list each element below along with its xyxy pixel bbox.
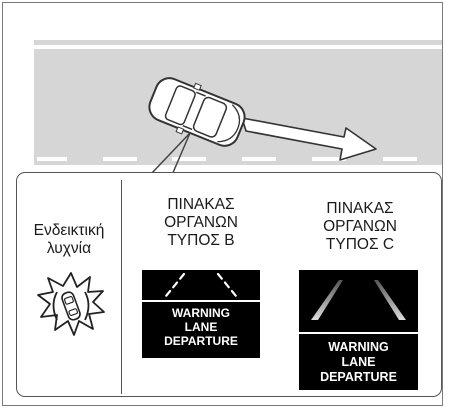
cluster-b-separator — [142, 300, 260, 302]
cluster-c-separator — [299, 332, 418, 334]
car-icon — [144, 70, 251, 153]
cluster-c-title-line2: ΟΡΓΑΝΩΝ — [290, 218, 430, 236]
indicator-lamp-label-line2: λυχνία — [18, 240, 120, 258]
cluster-c-lane-lines — [299, 270, 418, 330]
lane-departure-warning-icon — [36, 270, 106, 338]
cluster-b-display: WARNING LANE DEPARTURE — [142, 270, 260, 358]
cluster-c-title-line3: ΤΥΠΟΣ C — [290, 236, 430, 254]
callout-pointer — [150, 133, 190, 175]
drift-arrow — [242, 118, 376, 160]
cluster-c-display: WARNING LANE DEPARTURE — [299, 270, 418, 390]
cluster-b-title-line3: ΤΥΠΟΣ B — [126, 232, 276, 250]
cluster-b-title-line2: ΟΡΓΑΝΩΝ — [126, 214, 276, 232]
cluster-b-warning-text: WARNING LANE DEPARTURE — [142, 306, 260, 348]
cluster-c-title: ΠΙΝΑΚΑΣ ΟΡΓΑΝΩΝ ΤΥΠΟΣ C — [290, 200, 430, 254]
cluster-b-title: ΠΙΝΑΚΑΣ ΟΡΓΑΝΩΝ ΤΥΠΟΣ B — [126, 196, 276, 250]
cluster-b-lane-lines — [142, 270, 260, 300]
panel-divider — [121, 180, 122, 394]
road-edge-line — [34, 45, 442, 49]
cluster-b-title-line1: ΠΙΝΑΚΑΣ — [126, 196, 276, 214]
indicator-lamp-label-line1: Ενδεικτική — [18, 222, 120, 240]
cluster-c-warning-text: WARNING LANE DEPARTURE — [299, 340, 418, 385]
dashed-lane-line — [37, 157, 417, 161]
indicator-lamp-label: Ενδεικτική λυχνία — [18, 222, 120, 258]
cluster-c-title-line1: ΠΙΝΑΚΑΣ — [290, 200, 430, 218]
